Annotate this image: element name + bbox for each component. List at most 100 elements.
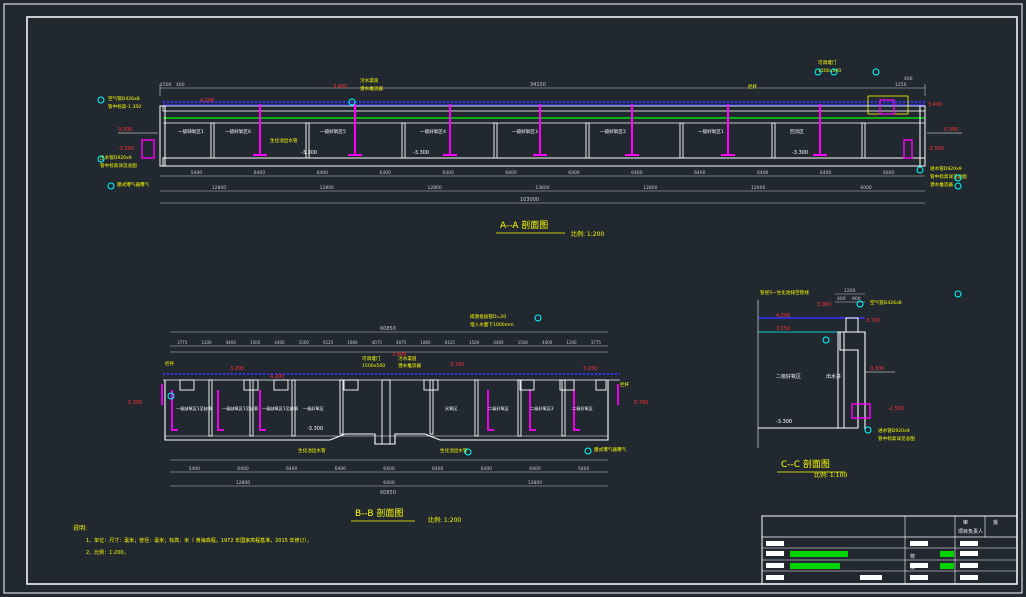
aa-cell-4: 一级好氧区4 bbox=[420, 128, 446, 135]
bb-bottom-total: 60850 bbox=[380, 490, 396, 496]
cc-level-3: 3.150 bbox=[776, 326, 790, 332]
aa-bottom-dim-12: 6000 bbox=[883, 170, 895, 176]
aa-level-4: -3.300 bbox=[792, 150, 808, 156]
cc-level-2: 4.200 bbox=[776, 313, 790, 319]
cc-cell-1: 二级好氧区 bbox=[776, 373, 801, 380]
bb-level-5: 3.150 bbox=[583, 366, 597, 372]
aa-aeration-pipe bbox=[348, 104, 362, 156]
aa-bottom-dim2-5: 12800 bbox=[643, 185, 657, 191]
bb-top-dim-18: 3775 bbox=[591, 340, 602, 345]
aa-bottom-dim-4: 6400 bbox=[379, 170, 391, 176]
aa-aeration-pipe bbox=[443, 104, 457, 156]
bb-top-dim-2: 1200 bbox=[201, 340, 212, 345]
aa-bottom-dim2-1: 12800 bbox=[212, 185, 226, 191]
callout-marker bbox=[954, 290, 962, 298]
aa-label-left5: 膜式曝气器曝气 bbox=[117, 181, 150, 188]
aa-cell-5: 一级好氧区3 bbox=[512, 128, 538, 135]
bb-bottom-dim-8: 6400 bbox=[529, 466, 541, 472]
aa-cell-7: 一级好氧区1 bbox=[698, 128, 724, 135]
bb-cell-7: 二级好氧区2 bbox=[530, 405, 554, 412]
aa-bottom-dim2-4: 13800 bbox=[535, 185, 549, 191]
bb-label-9: 生化池出水管 bbox=[440, 447, 468, 454]
callout-marker bbox=[534, 314, 542, 322]
aa-cell-1: 一级缺氧区1 bbox=[178, 128, 204, 135]
bb-top-dim-10: 4075 bbox=[396, 340, 407, 345]
bb-top-dim-11: 1860 bbox=[420, 340, 431, 345]
titleblock-cell-2: 批 bbox=[993, 519, 998, 526]
callout-markers bbox=[97, 68, 962, 456]
aa-title: A--A 剖面图 bbox=[500, 219, 548, 231]
bb-top-dim-16: 4400 bbox=[542, 340, 553, 345]
aa-label-top-r3: 1500x500 bbox=[818, 68, 841, 74]
cc-level-4: 3.700 bbox=[866, 318, 880, 324]
bb-top-dim-12: 6125 bbox=[445, 340, 456, 345]
aa-label-right1: 进水管D920x9 bbox=[930, 165, 962, 172]
aa-label-top-r: 栏杆 bbox=[748, 83, 758, 90]
bb-top-dim-5: 4400 bbox=[274, 340, 285, 345]
bb-bottom-dim-4: 6400 bbox=[335, 466, 347, 472]
cc-level-6: -2.550 bbox=[888, 406, 904, 412]
aa-scale: 比例: 1:200 bbox=[571, 230, 604, 238]
aa-cell-2: 一级好氧区6 bbox=[225, 128, 251, 135]
aa-label-left4: 管中标高详见总图 bbox=[100, 162, 137, 169]
bb-top-dim-17: 1200 bbox=[566, 340, 577, 345]
bb-title: B--B 剖面图 bbox=[355, 507, 403, 519]
aa-bottom-dim2-7: 6000 bbox=[860, 185, 872, 191]
bb-bottom-dim2-1: 12800 bbox=[236, 480, 250, 486]
aa-bottom-dim-7: 6400 bbox=[568, 170, 580, 176]
aa-bottom-dim-1: 5400 bbox=[191, 170, 203, 176]
aa-top-dim-main: 34150 bbox=[530, 82, 546, 88]
aa-bottom-dim-5: 6400 bbox=[442, 170, 454, 176]
bb-label-7: 埋入水面下1000mm bbox=[470, 321, 514, 328]
bb-bottom-dim-5: 6400 bbox=[383, 466, 395, 472]
bb-total-dim: 60850 bbox=[380, 326, 396, 332]
bb-top-dim-3: 4400 bbox=[226, 340, 237, 345]
aa-level-1: 3.400 bbox=[333, 84, 347, 90]
bb-level-3: 3.400 bbox=[392, 352, 406, 358]
cc-title: C--C 剖面图 bbox=[781, 458, 830, 470]
bb-label-10: 膜式曝气器曝气 bbox=[594, 446, 627, 453]
aa-level-5: -3.300 bbox=[301, 150, 317, 156]
aa-label-right2: 管中标高详见总图 bbox=[930, 173, 967, 180]
cc-dim-2: 400 bbox=[837, 296, 846, 302]
callout-marker bbox=[464, 448, 472, 456]
titleblock-cell-5: 核 bbox=[910, 564, 915, 571]
bb-level-7: 0.700 bbox=[634, 400, 648, 406]
titleblock-bar-2 bbox=[790, 563, 840, 569]
bb-bottom-dim-1: 5400 bbox=[189, 466, 201, 472]
aa-level-8: 0.300 bbox=[944, 127, 958, 133]
aa-level-10: 3.400 bbox=[928, 102, 942, 108]
notes-line-2: 2、比例：1:200。 bbox=[86, 549, 129, 556]
callout-marker bbox=[954, 182, 962, 190]
section-bb bbox=[161, 331, 620, 487]
bb-top-dim-8: 1860 bbox=[347, 340, 358, 345]
aa-top-dim-l1: 1500 bbox=[160, 82, 172, 88]
cc-label-top: 管径5一生化池排空管线 bbox=[760, 289, 809, 296]
aa-cell-3: 一级好氧区5 bbox=[320, 128, 346, 135]
callout-marker bbox=[872, 68, 880, 76]
aa-bottom-dim-2: 6400 bbox=[254, 170, 266, 176]
cc-level-5: 0.300 bbox=[870, 366, 884, 372]
bb-top-dim-1: 3775 bbox=[177, 340, 188, 345]
aa-label-left1: 空气管D426x8 bbox=[108, 95, 140, 102]
bb-cell-1: 一级缺氧区1至缺氧 bbox=[176, 405, 213, 412]
bb-level-8: -3.300 bbox=[307, 426, 323, 432]
titleblock-cell-3: 项目负责人 bbox=[958, 528, 983, 535]
aa-bottom-dim2-2: 12800 bbox=[320, 185, 334, 191]
bb-label-6: 碳源投加管D=20 bbox=[470, 313, 506, 320]
bb-label-3: 1500x500 bbox=[362, 363, 385, 369]
aa-level-6: 0.300 bbox=[118, 127, 132, 133]
callout-marker bbox=[167, 392, 175, 400]
bb-level-6: 0.300 bbox=[128, 400, 142, 406]
drawing-frame bbox=[26, 16, 1018, 585]
bb-cell-4: 一级好氧区 bbox=[303, 405, 324, 412]
cc-level-7: -3.300 bbox=[776, 419, 792, 425]
bb-bottom-dim-2: 6400 bbox=[237, 466, 249, 472]
aa-top-dim-l2: 400 bbox=[176, 82, 185, 88]
aa-total-dim: 103000 bbox=[520, 197, 539, 203]
callout-marker bbox=[916, 166, 924, 174]
bb-top-dim-6: 1500 bbox=[299, 340, 310, 345]
bb-label-5: 潜水推流器 bbox=[398, 362, 421, 369]
